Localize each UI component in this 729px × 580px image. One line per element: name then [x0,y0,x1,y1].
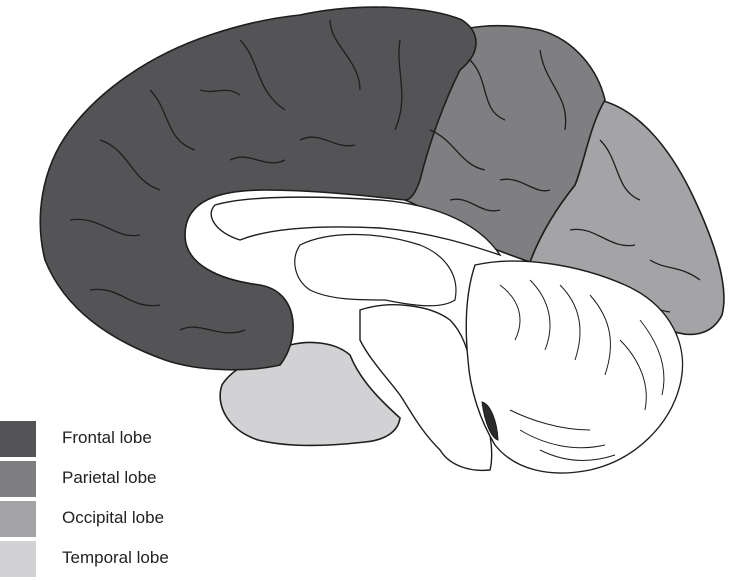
cerebellum-folia-lines [499,279,665,461]
thalamus-outline [294,233,457,307]
legend-swatch-frontal [0,421,36,457]
legend-swatch-parietal [0,461,36,497]
brainstem [359,304,493,472]
legend-label-parietal: Parietal lobe [62,468,157,487]
legend: Frontal lobe Parietal lobe Occipital lob… [0,420,220,580]
fourth-ventricle-dark [481,401,499,441]
legend-item-parietal: Parietal lobe [0,460,220,500]
frontal-lobe-region [39,6,477,371]
parietal-sulci-lines [429,49,567,212]
legend-item-frontal: Frontal lobe [0,420,220,460]
legend-label-occipital: Occipital lobe [62,508,165,527]
legend-item-occipital: Occipital lobe [0,500,220,540]
legend-item-temporal: Temporal lobe [0,540,220,580]
frontal-sulci-lines [69,19,403,334]
corpus-callosum [210,196,502,257]
legend-swatch-occipital [0,501,36,537]
legend-label-frontal: Frontal lobe [62,428,152,447]
cerebellum [465,260,684,474]
legend-swatch-temporal [0,541,36,577]
legend-label-temporal: Temporal lobe [62,548,169,567]
